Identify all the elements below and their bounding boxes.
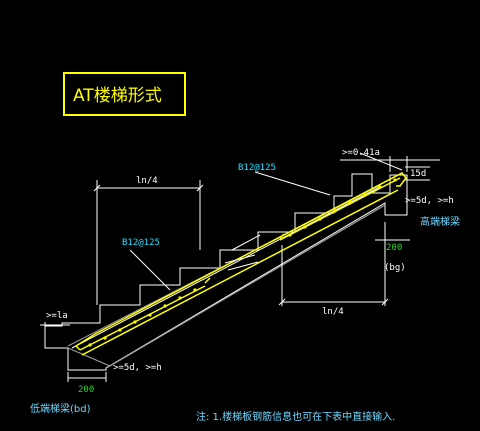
break-marks [224, 254, 259, 271]
slab-underside [67, 204, 386, 367]
stair-outline [44, 173, 408, 371]
dimension-lines [40, 152, 440, 382]
bg-label: (bg) [384, 263, 406, 273]
rebar-dots [88, 178, 397, 347]
note-text: 注: 1.楼梯板钢筋信息也可在下表中直接输入. [196, 410, 395, 423]
ln4-bottom-label: ln/4 [322, 307, 344, 317]
rebar-upper-label: B12@125 [238, 163, 276, 173]
rebar-lines [74, 172, 407, 356]
high-beam-label: 高端梯梁 [420, 215, 460, 228]
low-beam-label: 低端梯梁(bd) [30, 402, 91, 415]
anchor-15d-label: 15d [410, 169, 426, 179]
anchor-la-label: >=la [46, 311, 68, 321]
anchor-041la-label: >=0.41a [342, 148, 380, 158]
dim-200-right: 200 [386, 243, 402, 253]
page-title: AT楼梯形式 [73, 86, 162, 106]
anchor-5d-left-label: >=5d, >=h [113, 363, 162, 373]
rebar-lower-label: B12@125 [122, 238, 160, 248]
title-frame [63, 72, 186, 116]
anchor-5d-right-label: >=5d, >=h [405, 196, 454, 206]
dim-200-left: 200 [78, 385, 94, 395]
ln4-top-label: ln/4 [136, 176, 158, 186]
